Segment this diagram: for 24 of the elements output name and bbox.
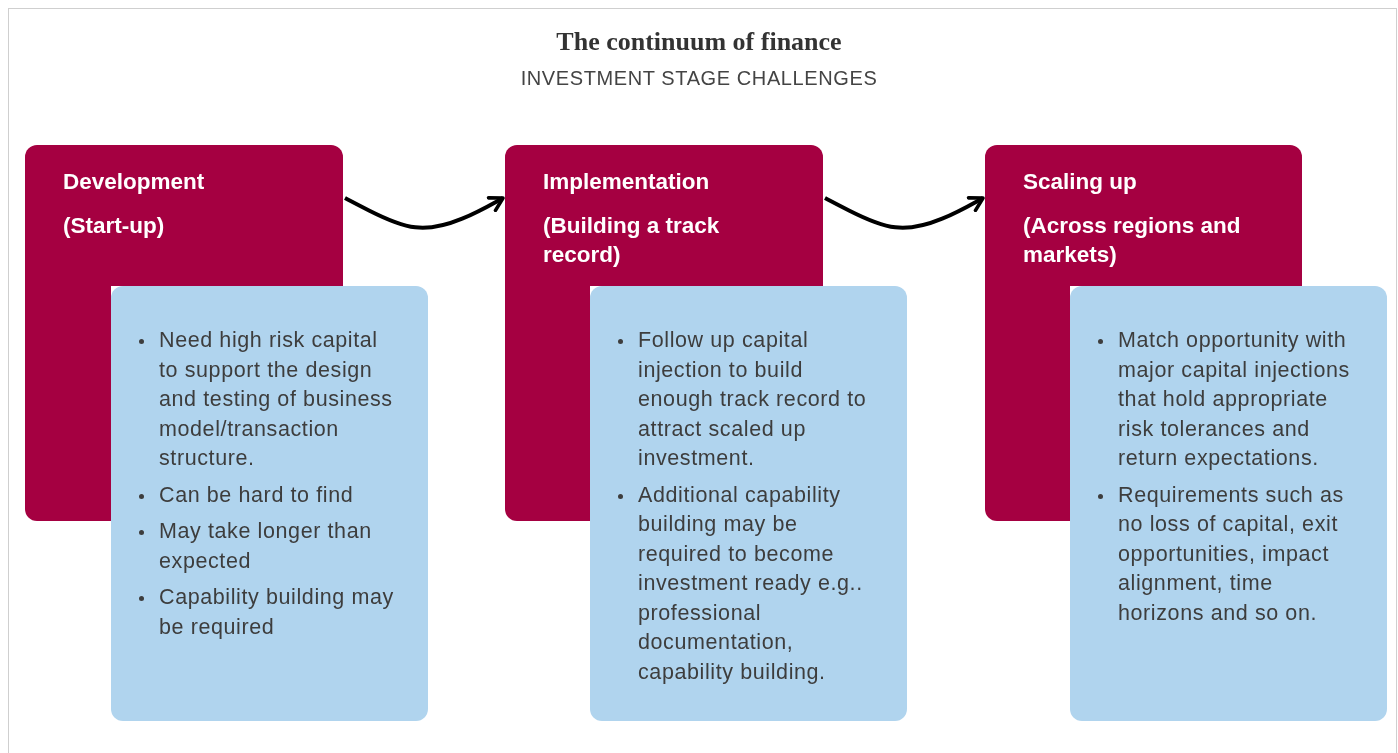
stage-heading: Scaling up — [1023, 168, 1138, 196]
bullet-text: Additional capability building may be required to become investment ready e.g.. professional documentation, capability building. — [638, 481, 864, 686]
stage-box — [505, 145, 823, 286]
stage-subheading: (Building a track record) — [543, 212, 721, 269]
subtitle: INVESTMENT STAGE CHALLENGES — [519, 67, 879, 90]
challenges-box — [1070, 286, 1387, 721]
bullet-text: Match opportunity with major capital injections that hold appropriate risk tolerances and return expectations. — [1118, 327, 1351, 472]
title: The continuum of finance — [555, 27, 843, 57]
bullet-text: May take longer than expected — [159, 518, 373, 575]
curved-arrow — [344, 196, 505, 230]
challenges-box — [111, 286, 428, 721]
curved-arrow — [824, 196, 985, 230]
bullet-text: Can be hard to find — [159, 481, 355, 509]
stage-box — [25, 145, 343, 286]
bullet-text: Capability building may be required — [159, 584, 395, 641]
bullet-text: Need high risk capital to support the design and testing of business model/transaction structure. — [159, 327, 394, 472]
stage-subheading: (Across regions and markets) — [1023, 212, 1242, 269]
challenges-box — [590, 286, 907, 721]
stage-heading: Implementation — [543, 168, 711, 196]
bullet-text: Requirements such as no loss of capital, exit opportunities, impact alignment, time horizons and so on. — [1118, 481, 1345, 627]
stage-heading: Development — [63, 168, 206, 196]
stage-subheading: (Start-up) — [63, 212, 166, 240]
stage-box — [985, 145, 1302, 286]
bullet-text: Follow up capital injection to build enough track record to attract scaled up investment. — [638, 327, 868, 472]
